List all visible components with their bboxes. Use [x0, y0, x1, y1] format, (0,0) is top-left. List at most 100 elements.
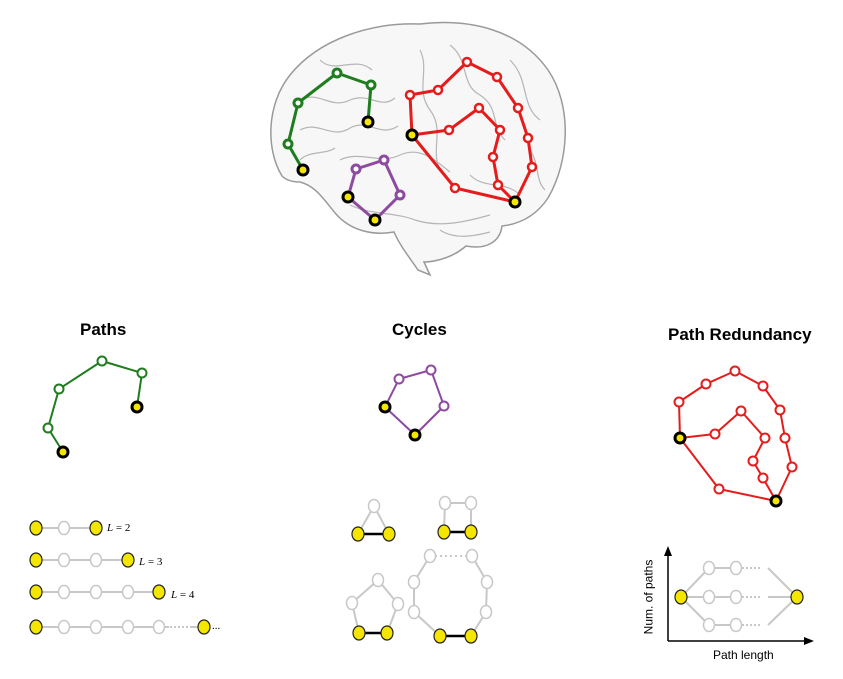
brain-path-edge [286, 102, 300, 145]
cycle-edge [430, 369, 445, 407]
brain-redundancy-node [432, 84, 444, 96]
path-redundancy-title: Path Redundancy [668, 325, 812, 344]
brain-redundancy-node [404, 89, 416, 101]
cycle-edge [414, 405, 445, 436]
cycle-example-node [464, 495, 478, 511]
redundancy-node [759, 432, 771, 444]
cycle-example-node [345, 595, 359, 611]
brain-redundancy-edge [466, 60, 498, 79]
redundancy-node [713, 483, 725, 495]
redundancy-node [673, 396, 685, 408]
brain-redundancy-endpoint [405, 128, 419, 142]
cycle-example-endpoint [352, 625, 366, 641]
example-node [89, 584, 103, 600]
brain-illustration [270, 21, 566, 277]
cycle-node [425, 364, 437, 376]
redundancy-node [709, 428, 721, 440]
cycle-example-node [465, 548, 479, 564]
brain-redundancy-node [487, 151, 499, 163]
brain-redundancy-edge [410, 134, 457, 189]
y-axis-arrow [664, 546, 672, 556]
plot-node [729, 589, 743, 605]
redundancy-node [779, 432, 791, 444]
example-endpoint [29, 584, 43, 600]
cycle-example-endpoint [382, 526, 396, 542]
cycle-example-node [407, 574, 421, 590]
redundancy-plot [664, 546, 814, 645]
example-endpoint [29, 520, 43, 536]
example-endpoint [89, 520, 103, 536]
brain-path-node [292, 97, 304, 109]
brain-redundancy-edge [516, 107, 530, 139]
cycle-example-node [391, 596, 405, 612]
y-axis-label: Num. of paths [641, 559, 656, 635]
cycle-example-endpoint [351, 526, 365, 542]
cycle-example-node [371, 572, 385, 588]
brain-path-node [282, 138, 294, 150]
cycle-edge [384, 406, 416, 436]
brain-path-node [365, 79, 377, 91]
cycle-example-node [479, 604, 493, 620]
path-node [53, 383, 65, 395]
path-node [42, 422, 54, 434]
cycle-example-endpoint [380, 625, 394, 641]
brain-path-node [331, 67, 343, 79]
path-edge [101, 360, 143, 374]
example-node [152, 619, 166, 635]
path-endpoint [56, 445, 70, 459]
example-endpoint [121, 552, 135, 568]
cycle-example-endpoint [464, 524, 478, 540]
brain-redundancy-edge [454, 186, 516, 204]
cycle-node [438, 400, 450, 412]
paths-graph [42, 355, 148, 459]
length-label-2: L = 2 [107, 522, 131, 534]
length-label-more: ... [212, 620, 221, 632]
cycle-example-node [438, 495, 452, 511]
x-axis-arrow [804, 637, 814, 645]
example-node [57, 619, 71, 635]
redundancy-edge [679, 437, 720, 490]
cycle-example-node [480, 574, 494, 590]
cycle-endpoint [378, 400, 392, 414]
redundancy-edge [740, 410, 766, 439]
redundancy-endpoint [673, 431, 687, 445]
plot-node [702, 560, 716, 576]
redundancy-node [729, 365, 741, 377]
brain-redundancy-node [461, 56, 473, 68]
example-node [89, 619, 103, 635]
redundancy-node [747, 455, 759, 467]
cycle-size-examples [345, 495, 494, 644]
example-node [121, 584, 135, 600]
cycle-edge [398, 369, 432, 380]
brain-redundancy-node [473, 102, 485, 114]
redundancy-edge [718, 488, 777, 502]
cycle-example-endpoint [464, 628, 478, 644]
redundancy-node [757, 380, 769, 392]
brain-cycle-node [350, 163, 362, 175]
example-endpoint [152, 584, 166, 600]
redundancy-node [700, 378, 712, 390]
example-endpoint [29, 619, 43, 635]
cycle-example-endpoint [433, 628, 447, 644]
redundancy-node [786, 461, 798, 473]
cycle-example-endpoint [437, 524, 451, 540]
path-node [96, 355, 108, 367]
redundancy-node [774, 404, 786, 416]
brain-cycle-edge [382, 159, 402, 196]
example-node [121, 619, 135, 635]
length-label-4: L = 4 [171, 589, 195, 601]
redundancy-endpoint [769, 494, 783, 508]
cycle-endpoint [408, 428, 422, 442]
brain-redundancy-node [526, 161, 538, 173]
brain-redundancy-node [443, 124, 455, 136]
brain-path-endpoint [296, 163, 310, 177]
path-endpoint [130, 400, 144, 414]
brain-redundancy-edge [448, 106, 480, 132]
length-label-3: L = 3 [139, 556, 163, 568]
example-node [89, 552, 103, 568]
brain-redundancy-endpoint [508, 195, 522, 209]
path-node [136, 367, 148, 379]
redundancy-node [757, 472, 769, 484]
